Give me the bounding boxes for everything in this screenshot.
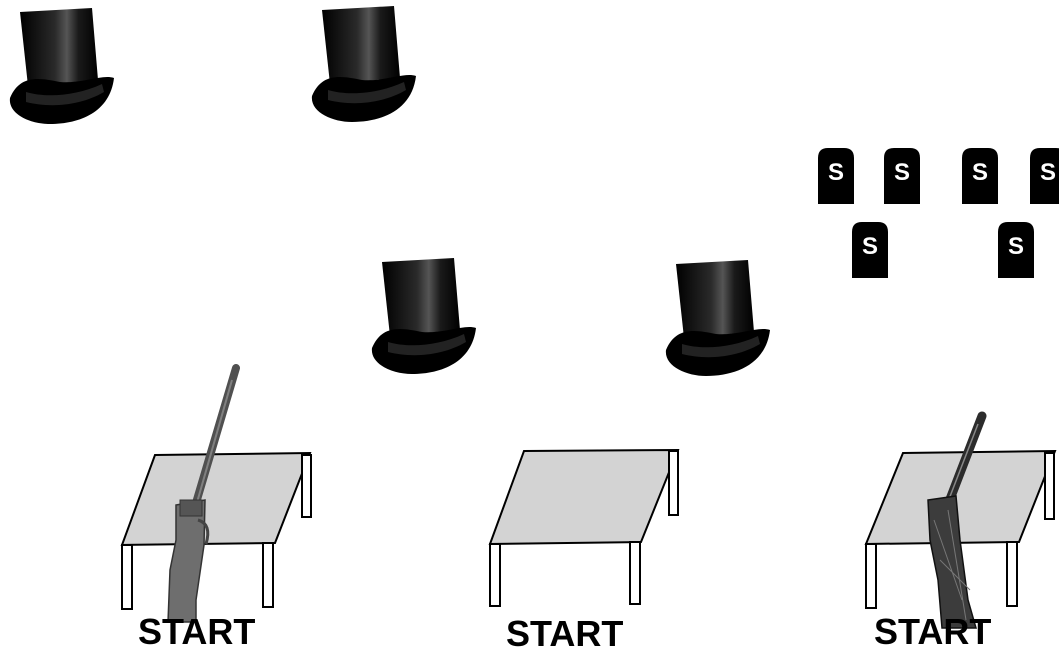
- tombstone-icon: S: [818, 148, 854, 204]
- tombstone-icon: S: [1030, 148, 1059, 204]
- table-icon: [864, 449, 1057, 609]
- tombstone-letter: S: [894, 159, 910, 186]
- tombstone-icon: S: [962, 148, 998, 204]
- tombstone-icon: S: [852, 222, 888, 278]
- table-icon: [120, 451, 312, 610]
- top-hat-icon: [665, 260, 770, 376]
- tombstone-icon: S: [884, 148, 920, 204]
- tombstone-letter: S: [1040, 159, 1056, 186]
- tombstone-letter: S: [1008, 233, 1024, 260]
- tombstone-icon: S: [998, 222, 1034, 278]
- start-label: START: [874, 611, 992, 652]
- start-label: START: [138, 611, 256, 652]
- shotgun-icon: [927, 411, 987, 629]
- top-hat-icon: [371, 258, 476, 374]
- tombstone-letter: S: [972, 159, 988, 186]
- rifle-icon: [167, 364, 240, 623]
- table-icon: [488, 448, 680, 607]
- top-hat-icon: [9, 8, 114, 124]
- top-hat-icon: [311, 6, 416, 122]
- start-label: START: [506, 613, 624, 654]
- tombstone-letter: S: [828, 159, 844, 186]
- tombstone-letter: S: [862, 233, 878, 260]
